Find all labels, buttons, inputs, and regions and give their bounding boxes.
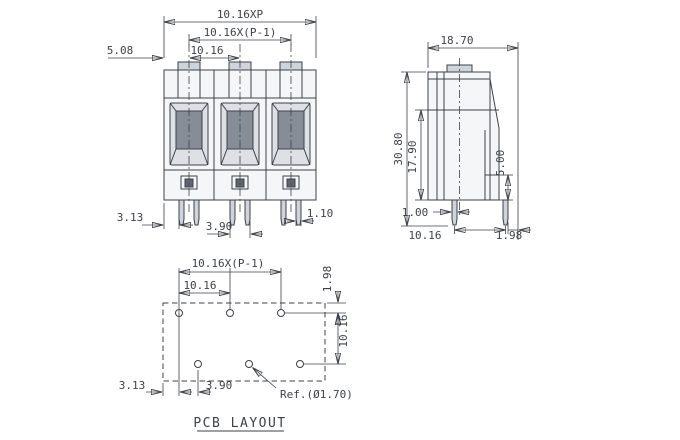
dim-depth: 18.70 xyxy=(440,34,473,47)
pcb-hole xyxy=(296,360,304,368)
dim-pin-edge: 1.98 xyxy=(496,229,523,242)
dim-step-height: 5.00 xyxy=(494,150,507,177)
pcb-layout-caption: PCB LAYOUT xyxy=(193,416,286,431)
dim-half-pitch: 5.08 xyxy=(107,44,134,57)
dim-edge-to-hole: 3.13 xyxy=(119,379,146,392)
dim-total-height: 30.80 xyxy=(392,132,405,165)
dim-row-to-edge: 1.98 xyxy=(321,266,334,293)
pcb-hole xyxy=(226,309,234,317)
dim-edge-to-pin: 3.13 xyxy=(117,211,144,224)
dim-pin-thickness: 1.00 xyxy=(402,206,429,219)
dim-hole-span: 10.16X(P-1) xyxy=(192,257,265,270)
dim-total-pitch: 10.16XP xyxy=(217,8,264,21)
dim-row-pitch: 10.16 xyxy=(408,229,441,242)
dim-pin-group: 3.90 xyxy=(206,220,233,233)
hole-diameter-ref: Ref.(Ø1.70) xyxy=(280,388,353,401)
dim-pitch: 10.16 xyxy=(190,44,223,57)
solder-pin xyxy=(502,199,509,226)
dim-hole-offset: 3.90 xyxy=(206,379,233,392)
side-profile xyxy=(427,71,500,201)
side-view: 18.70 30.80 17.90 5.00 1.00 10.16 1.98 xyxy=(392,34,531,242)
dim-hole-row-pitch: 10.16 xyxy=(337,314,350,347)
dim-body-height: 17.90 xyxy=(406,140,419,173)
pcb-layout: 10.16X(P-1) 10.16 1.98 10.16 3.13 3.90 R… xyxy=(119,257,353,432)
pcb-outline xyxy=(162,302,326,382)
pcb-hole xyxy=(245,360,253,368)
pcb-hole xyxy=(277,309,285,317)
front-view: 10.16XP 10.16X(P-1) 5.08 10.16 3.13 3.90… xyxy=(107,8,334,238)
dim-pitch-span: 10.16X(P-1) xyxy=(204,26,277,39)
pcb-hole xyxy=(194,360,202,368)
dim-pin-width: 1.10 xyxy=(307,207,334,220)
dim-hole-pitch: 10.16 xyxy=(183,279,216,292)
solder-pin xyxy=(451,199,458,226)
